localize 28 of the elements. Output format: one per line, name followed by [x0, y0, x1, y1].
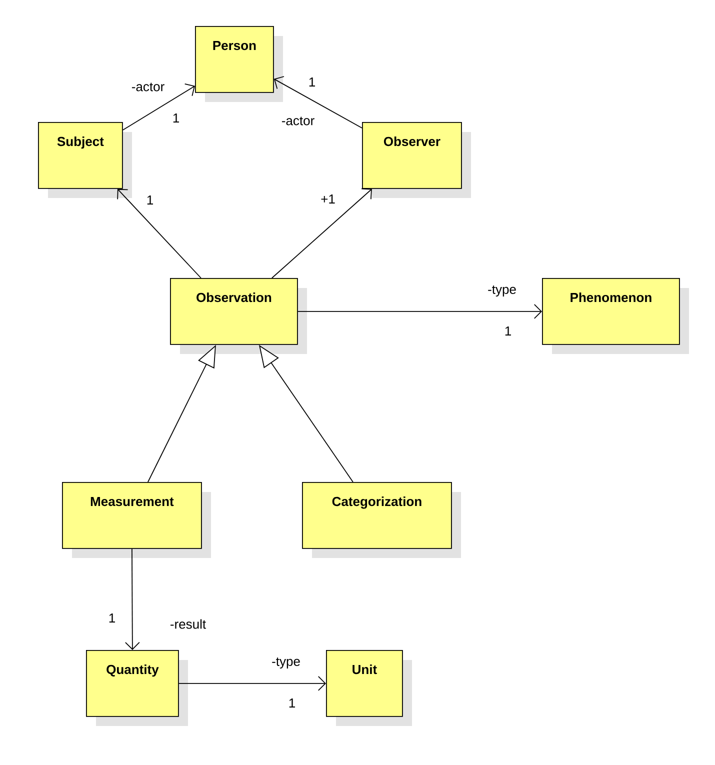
multiplicity-label: 1 — [289, 698, 295, 708]
arrow — [117, 188, 202, 278]
multiplicity-label: 1 — [109, 614, 115, 622]
class-box: Observation — [170, 278, 307, 354]
multiplicity-label: 1 — [505, 326, 511, 336]
edge-label: -type — [270, 656, 302, 670]
class-box: Quantity — [86, 650, 188, 726]
class-box: Observer — [362, 122, 471, 198]
class-box: Measurement — [62, 482, 211, 558]
class-box: Subject — [38, 122, 132, 198]
edge-label: 1 — [145, 194, 155, 206]
edge-label: -actor — [130, 82, 166, 92]
arrow — [122, 83, 195, 130]
multiplicity-label: 1 — [309, 78, 315, 86]
class-box: Categorization — [302, 482, 461, 558]
arrow — [272, 188, 372, 278]
class-box: Unit — [326, 650, 412, 726]
edge-label: -actor — [280, 116, 316, 126]
edge-label: -type — [486, 284, 518, 298]
arrow — [274, 76, 362, 128]
arrow — [178, 676, 326, 691]
edge-label: -result — [168, 618, 208, 630]
arrow — [297, 304, 542, 319]
arrow — [124, 548, 140, 650]
edge-label: +1 — [320, 194, 336, 204]
multiplicity-label: 1 — [173, 114, 179, 122]
class-box: Person — [195, 26, 283, 102]
class-box: Phenomenon — [542, 278, 689, 354]
